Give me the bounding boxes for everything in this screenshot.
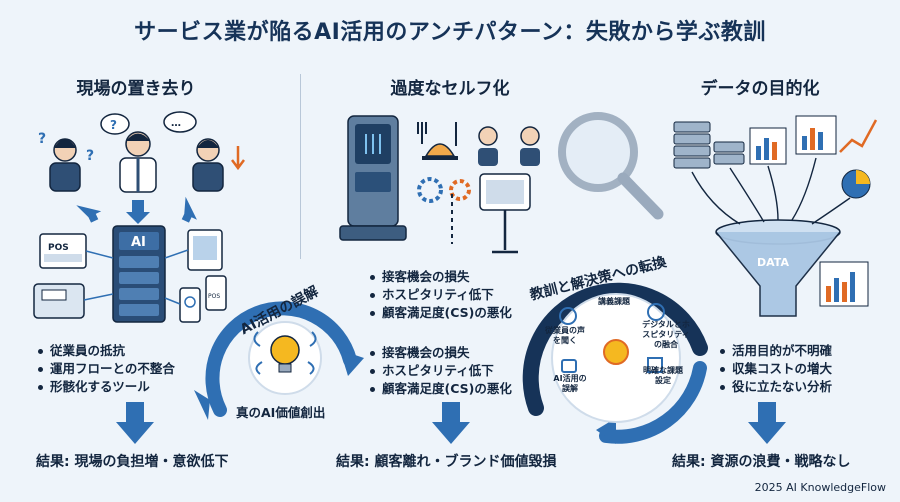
pie-chart-icon: [841, 169, 871, 199]
checklist-icon: [647, 357, 663, 373]
bullet: 接客機会の損失: [368, 268, 512, 286]
heading-data-as-goal: データの目的化: [700, 79, 820, 99]
arrows-down-icon: [76, 196, 197, 224]
card-reader-icon: [33, 283, 114, 319]
cycle-item-fusion: デジタルとホスピタリティの融合: [642, 320, 690, 349]
svg-text:…: …: [171, 118, 181, 129]
bullet: ホスピタリティ低下: [368, 286, 512, 304]
arrow-down-icon: [748, 402, 786, 444]
hands-icon: [647, 303, 665, 321]
bullet: 顧客満足度(CS)の悪化: [368, 380, 512, 398]
bullet: ホスピタリティ低下: [368, 362, 512, 380]
result-field-neglect: 結果: 現場の負担増・意欲低下: [36, 454, 229, 470]
stressed-staff-icon: …: [163, 111, 245, 192]
thinking-staff-icon: ?: [100, 113, 157, 193]
cycle-item-misconception: AI活用の誤解: [553, 374, 587, 393]
cycle-item-lecture: 講義課題: [598, 297, 630, 306]
bullet: 運用フローとの不整合: [36, 360, 175, 378]
bullet: 接客機会の損失: [368, 344, 512, 362]
arrow-down-icon: [116, 402, 154, 444]
svg-text:?: ?: [38, 131, 46, 147]
bullet: 収集コストの増大: [718, 360, 832, 378]
magnifier-icon: [558, 112, 664, 220]
svg-text:POS: POS: [48, 243, 69, 253]
lessons-solution-cycle: [522, 282, 708, 444]
result-self-service: 結果: 顧客離れ・ブランド価値毀損: [336, 454, 557, 470]
monitor-icon: [164, 229, 223, 271]
ai-misconception-cycle: [194, 301, 364, 420]
heading-field-neglect: 現場の置き去り: [76, 79, 196, 99]
cycle-item-clear-goal: 明確な課題設定: [643, 366, 683, 385]
self-service-bullets-b: 接客機会の損失 ホスピタリティ低下 顧客満足度(CS)の悪化: [368, 344, 512, 398]
robot-icon: [561, 359, 577, 373]
svg-text:AI: AI: [131, 235, 146, 250]
self-service-bullets-a: 接客機会の損失 ホスピタリティ低下 顧客満足度(CS)の悪化: [368, 268, 512, 322]
people-icon: [559, 307, 577, 325]
column-divider: [300, 74, 301, 259]
data-as-goal-bullets: 活用目的が不明確 収集コストの増大 役に立たない分析: [718, 342, 832, 396]
bullet: 形骸化するツール: [36, 378, 175, 396]
lightbulb-icon: [253, 331, 317, 375]
cycle-item-listen: 従業員の声を聞く: [545, 326, 585, 345]
bullet: 顧客満足度(CS)の悪化: [368, 304, 512, 322]
result-data-as-goal: 結果: 資源の浪費・戦略なし: [672, 454, 851, 470]
scatter-chart-icon: [819, 261, 869, 307]
result-arrows: [116, 402, 786, 444]
utensils-icon: [417, 122, 457, 146]
bullet: 活用目的が不明確: [718, 342, 832, 360]
field-neglect-bullets: 従業員の抵抗 運用フローとの不整合 形骸化するツール: [36, 342, 175, 396]
kiosk-icon: [339, 115, 407, 241]
footer-credit: 2025 AI KnowledgeFlow: [754, 481, 886, 494]
pos-terminal-icon: POS: [39, 233, 114, 269]
tablet-stand-icon: [479, 173, 531, 254]
page-title: サービス業が陥るAI活用のアンチパターン：失敗から学ぶ教訓: [134, 20, 766, 45]
sun-icon: [603, 339, 629, 365]
svg-text:?: ?: [110, 118, 117, 132]
svg-text:DATA: DATA: [757, 256, 789, 269]
confused-staff-icon: ? ?: [38, 131, 94, 192]
waiter-icons: [478, 126, 540, 166]
arrow-down-icon: [432, 402, 470, 444]
data-flow-lines: [691, 157, 851, 225]
gear-icon: [417, 177, 471, 203]
smartphone-icon: POS: [164, 275, 227, 323]
data-as-goal-illustration: DATA: [673, 115, 878, 317]
bullet: 役に立たない分析: [718, 378, 832, 396]
field-neglect-illustration: ? ? ? … AI POS: [33, 111, 245, 323]
bullet: 従業員の抵抗: [36, 342, 175, 360]
heading-over-self-service: 過度なセルフ化: [390, 79, 510, 99]
server-stack-icon: [673, 121, 745, 169]
ai-server-icon: AI: [112, 225, 166, 323]
bar-chart-icon: [749, 115, 878, 165]
true-ai-value-label: 真のAI価値創出: [236, 405, 326, 420]
self-service-illustration: [339, 112, 664, 254]
cloche-icon: [422, 143, 458, 160]
svg-text:?: ?: [86, 148, 94, 164]
svg-text:POS: POS: [208, 293, 220, 300]
